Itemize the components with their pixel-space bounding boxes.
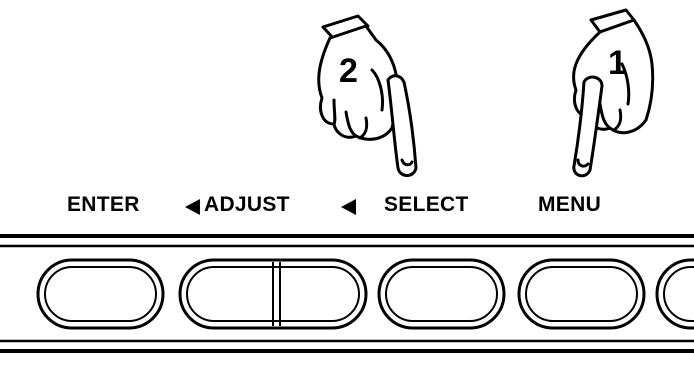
menu-label: MENU bbox=[538, 193, 602, 216]
adjust-rocker-button[interactable] bbox=[178, 258, 368, 330]
menu-button[interactable] bbox=[517, 258, 646, 330]
step-number-2: 2 bbox=[339, 52, 358, 90]
arrow-right-icon bbox=[341, 199, 356, 215]
next-button-partial[interactable] bbox=[655, 258, 694, 330]
pointing-hand-icon bbox=[317, 14, 418, 177]
step-number-1: 1 bbox=[608, 44, 627, 82]
enter-label: ENTER bbox=[67, 193, 140, 216]
adjust-label: ADJUST bbox=[204, 193, 290, 216]
select-label: SELECT bbox=[384, 193, 469, 216]
select-button[interactable] bbox=[377, 258, 506, 330]
pointing-hand-icon bbox=[572, 8, 655, 178]
arrow-left-icon bbox=[185, 199, 200, 215]
enter-button[interactable] bbox=[36, 258, 165, 330]
